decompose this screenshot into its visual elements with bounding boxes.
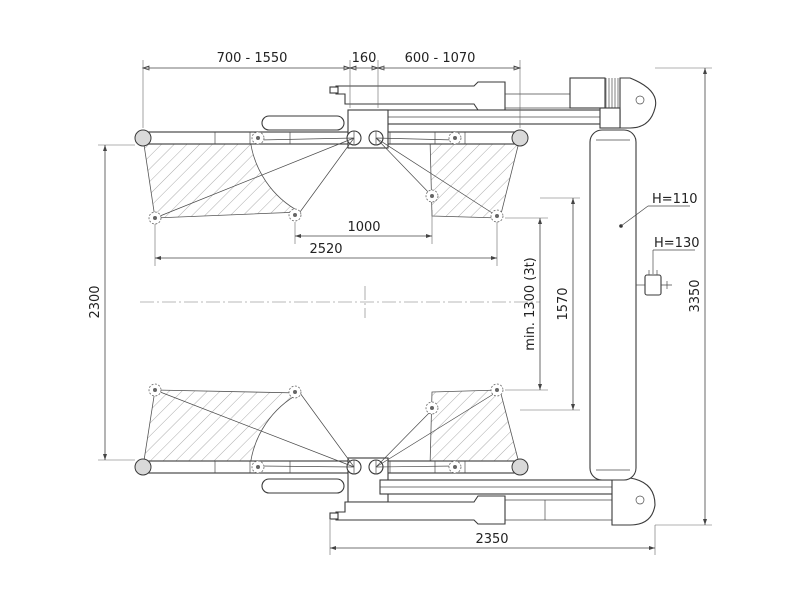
dim-arm-reach-right: 600 - 1070 [405,51,476,66]
column-housing [589,129,637,481]
top-motor-grille [605,78,622,108]
top-column-head [619,77,657,129]
top-left-swing-area [142,137,302,219]
dim-drive-through: 1570 [556,287,571,320]
dim-arm-reach-left: 700 - 1550 [217,51,288,66]
top-upper-rail-end [329,86,339,94]
dim-overall-width: 3350 [688,279,703,312]
top-arm-boom [142,131,521,145]
bottom-left-pad [134,458,152,476]
dim-min-height: min. 1300 (3t) [523,257,538,351]
top-swing-handle [261,115,345,131]
bottom-arm-assembly [134,383,656,526]
control-box [644,274,662,296]
top-left-pad [134,129,152,147]
bottom-swing-handle [261,478,345,494]
lift-column [589,107,672,481]
dim-arm-span-outer: 2520 [309,242,342,257]
dim-column-gap: 160 [352,51,377,66]
bottom-lower-rail [335,495,506,525]
top-arm-assembly [134,77,657,225]
bottom-right-swing-area [429,389,521,468]
top-motor-block [569,77,606,109]
dim-inner-width: 2300 [88,285,103,318]
dim-height-high: H=130 [654,236,699,251]
column-post-top [599,107,621,129]
bottom-right-pad [511,458,529,476]
dim-height-low: H=110 [652,192,697,207]
dimension-lines [98,60,712,555]
top-right-pad [511,129,529,147]
top-upper-rail [335,81,506,111]
dim-arm-span-inner: 1000 [347,220,380,235]
dim-overall-depth: 2350 [475,532,508,547]
bottom-column-head [611,477,656,526]
bottom-left-swing-area [142,389,302,468]
top-right-swing-area [429,137,521,219]
